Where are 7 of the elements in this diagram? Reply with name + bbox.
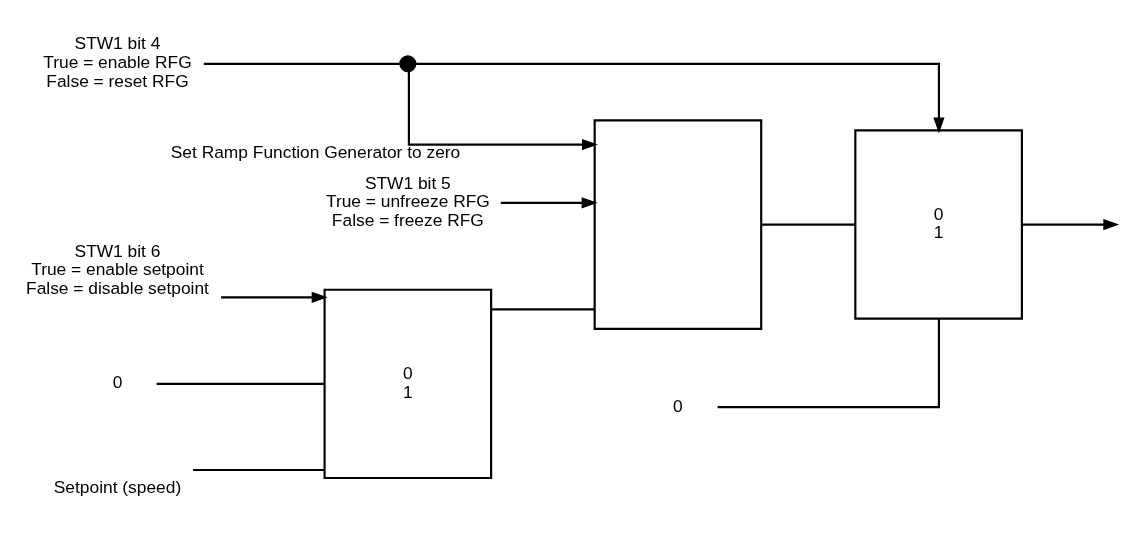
node-text: STW1 bit 6 True = enable setpoint False = disable setpoint bbox=[26, 240, 209, 298]
node-text: STW1 bit 4 True = enable RFG False = reset RFG bbox=[43, 32, 192, 91]
edge-label: Set Ramp Function Generator to zero bbox=[170, 141, 461, 162]
node-text: 0 bbox=[112, 371, 123, 392]
node-text: 0 bbox=[673, 395, 683, 416]
node-text: STW1 bit 5 True = unfreeze RFG False = freeze RFG bbox=[325, 172, 490, 230]
node-text: Setpoint (speed) bbox=[53, 476, 182, 497]
